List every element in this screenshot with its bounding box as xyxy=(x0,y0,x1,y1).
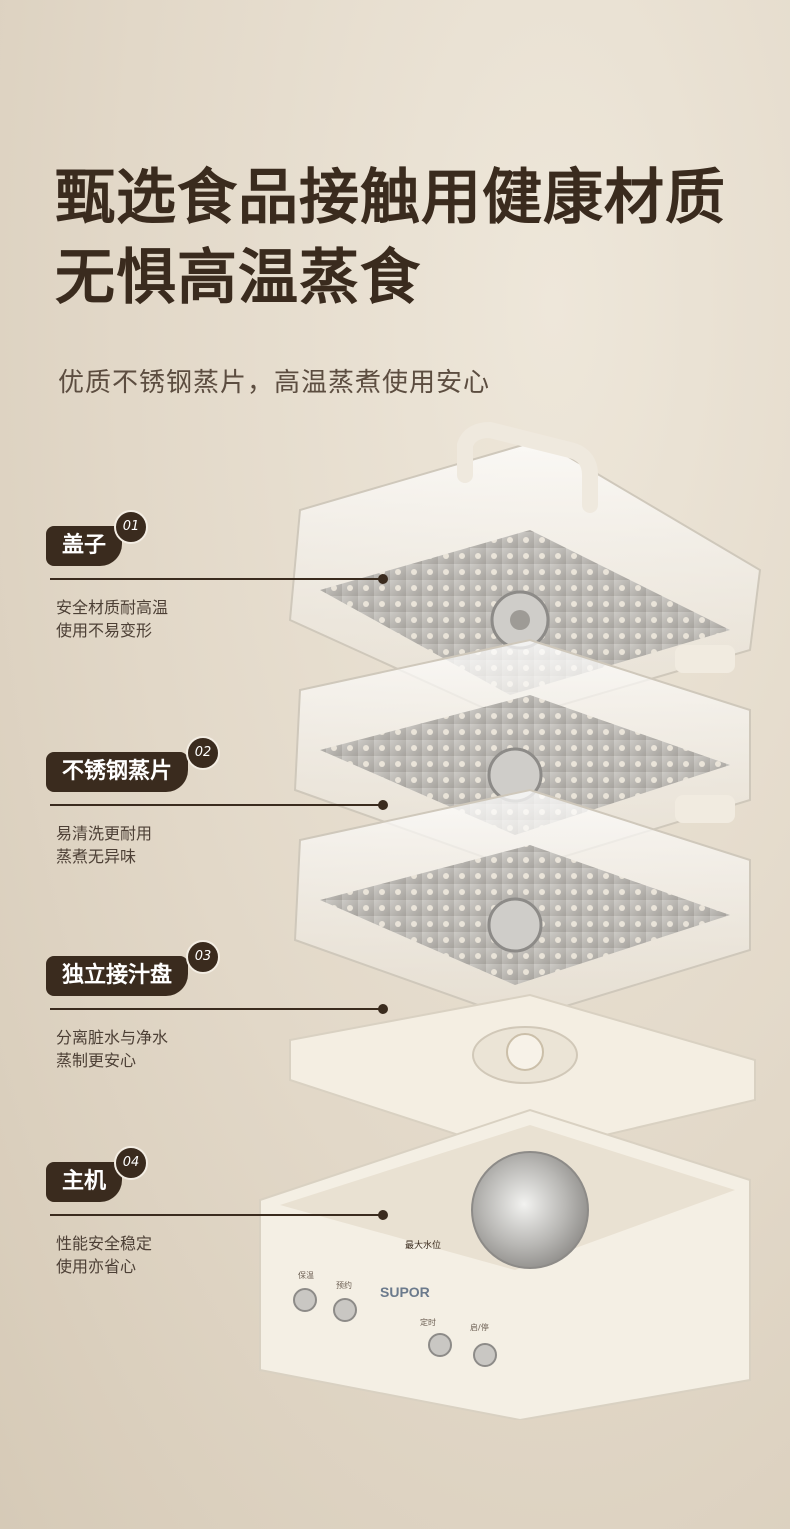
steamer-tier-1 xyxy=(293,638,751,872)
feature-desc: 性能安全稳定 使用亦省心 xyxy=(56,1232,152,1278)
main-unit: 最大水位 SUPOR 保温 预约 定时 启/停 xyxy=(259,1108,751,1420)
feature-desc-line-2: 使用亦省心 xyxy=(56,1257,137,1276)
feature-title: 盖子 xyxy=(46,526,123,566)
feature-number: 04 xyxy=(114,1146,148,1180)
knob-keep-warm xyxy=(293,1288,317,1312)
headline-line-2: 无惧高温蒸食 xyxy=(55,243,421,313)
callout-line xyxy=(50,804,380,806)
feature-desc-line-1: 安全材质耐高温 xyxy=(56,598,169,617)
feature-title: 不锈钢蒸片 xyxy=(46,752,189,792)
callout-line xyxy=(50,1214,380,1216)
knob-label-schedule: 预约 xyxy=(336,1280,352,1290)
feature-desc-line-2: 使用不易变形 xyxy=(56,621,153,640)
feature-desc-line-1: 分离脏水与净水 xyxy=(56,1028,169,1047)
callout-line xyxy=(50,1008,380,1010)
knob-schedule xyxy=(333,1298,357,1322)
knob-start-stop xyxy=(473,1343,497,1367)
knob-label-start-stop: 启/停 xyxy=(470,1322,489,1332)
feature-desc-line-1: 易清洗更耐用 xyxy=(56,824,153,843)
feature-desc-line-2: 蒸制更安心 xyxy=(56,1051,137,1070)
feature-number: 03 xyxy=(186,940,220,974)
max-water-label: 最大水位 xyxy=(405,1239,441,1250)
headline-line-1: 甄选食品接触用健康材质 xyxy=(55,163,726,233)
feature-desc: 安全材质耐高温 使用不易变形 xyxy=(56,596,168,642)
steamer-illustration: 最大水位 SUPOR 保温 预约 定时 启/停 xyxy=(259,421,762,1420)
feature-desc-line-1: 性能安全稳定 xyxy=(56,1234,153,1253)
callout-line xyxy=(50,578,380,580)
feature-desc: 分离脏水与净水 蒸制更安心 xyxy=(56,1026,168,1072)
callout-dot xyxy=(378,1004,388,1014)
lid xyxy=(288,421,762,722)
subtitle: 优质不锈钢蒸片，高温蒸煮使用安心 xyxy=(58,368,491,398)
callout-dot xyxy=(378,800,388,810)
callout-dot xyxy=(378,574,388,584)
knob-label-timer: 定时 xyxy=(420,1317,436,1327)
feature-desc-line-2: 蒸煮无异味 xyxy=(56,847,137,866)
steamer-tier-2 xyxy=(293,788,751,1022)
feature-desc: 易清洗更耐用 蒸煮无异味 xyxy=(56,822,152,868)
feature-title: 独立接汁盘 xyxy=(46,956,189,996)
feature-number: 02 xyxy=(186,736,220,770)
knob-label-keep-warm: 保温 xyxy=(298,1270,314,1280)
feature-title: 主机 xyxy=(46,1162,123,1202)
drip-tray xyxy=(289,993,756,1157)
brand-logo: SUPOR xyxy=(380,1284,430,1300)
knob-timer xyxy=(428,1333,452,1357)
feature-number: 01 xyxy=(114,510,148,544)
callout-dot xyxy=(378,1210,388,1220)
